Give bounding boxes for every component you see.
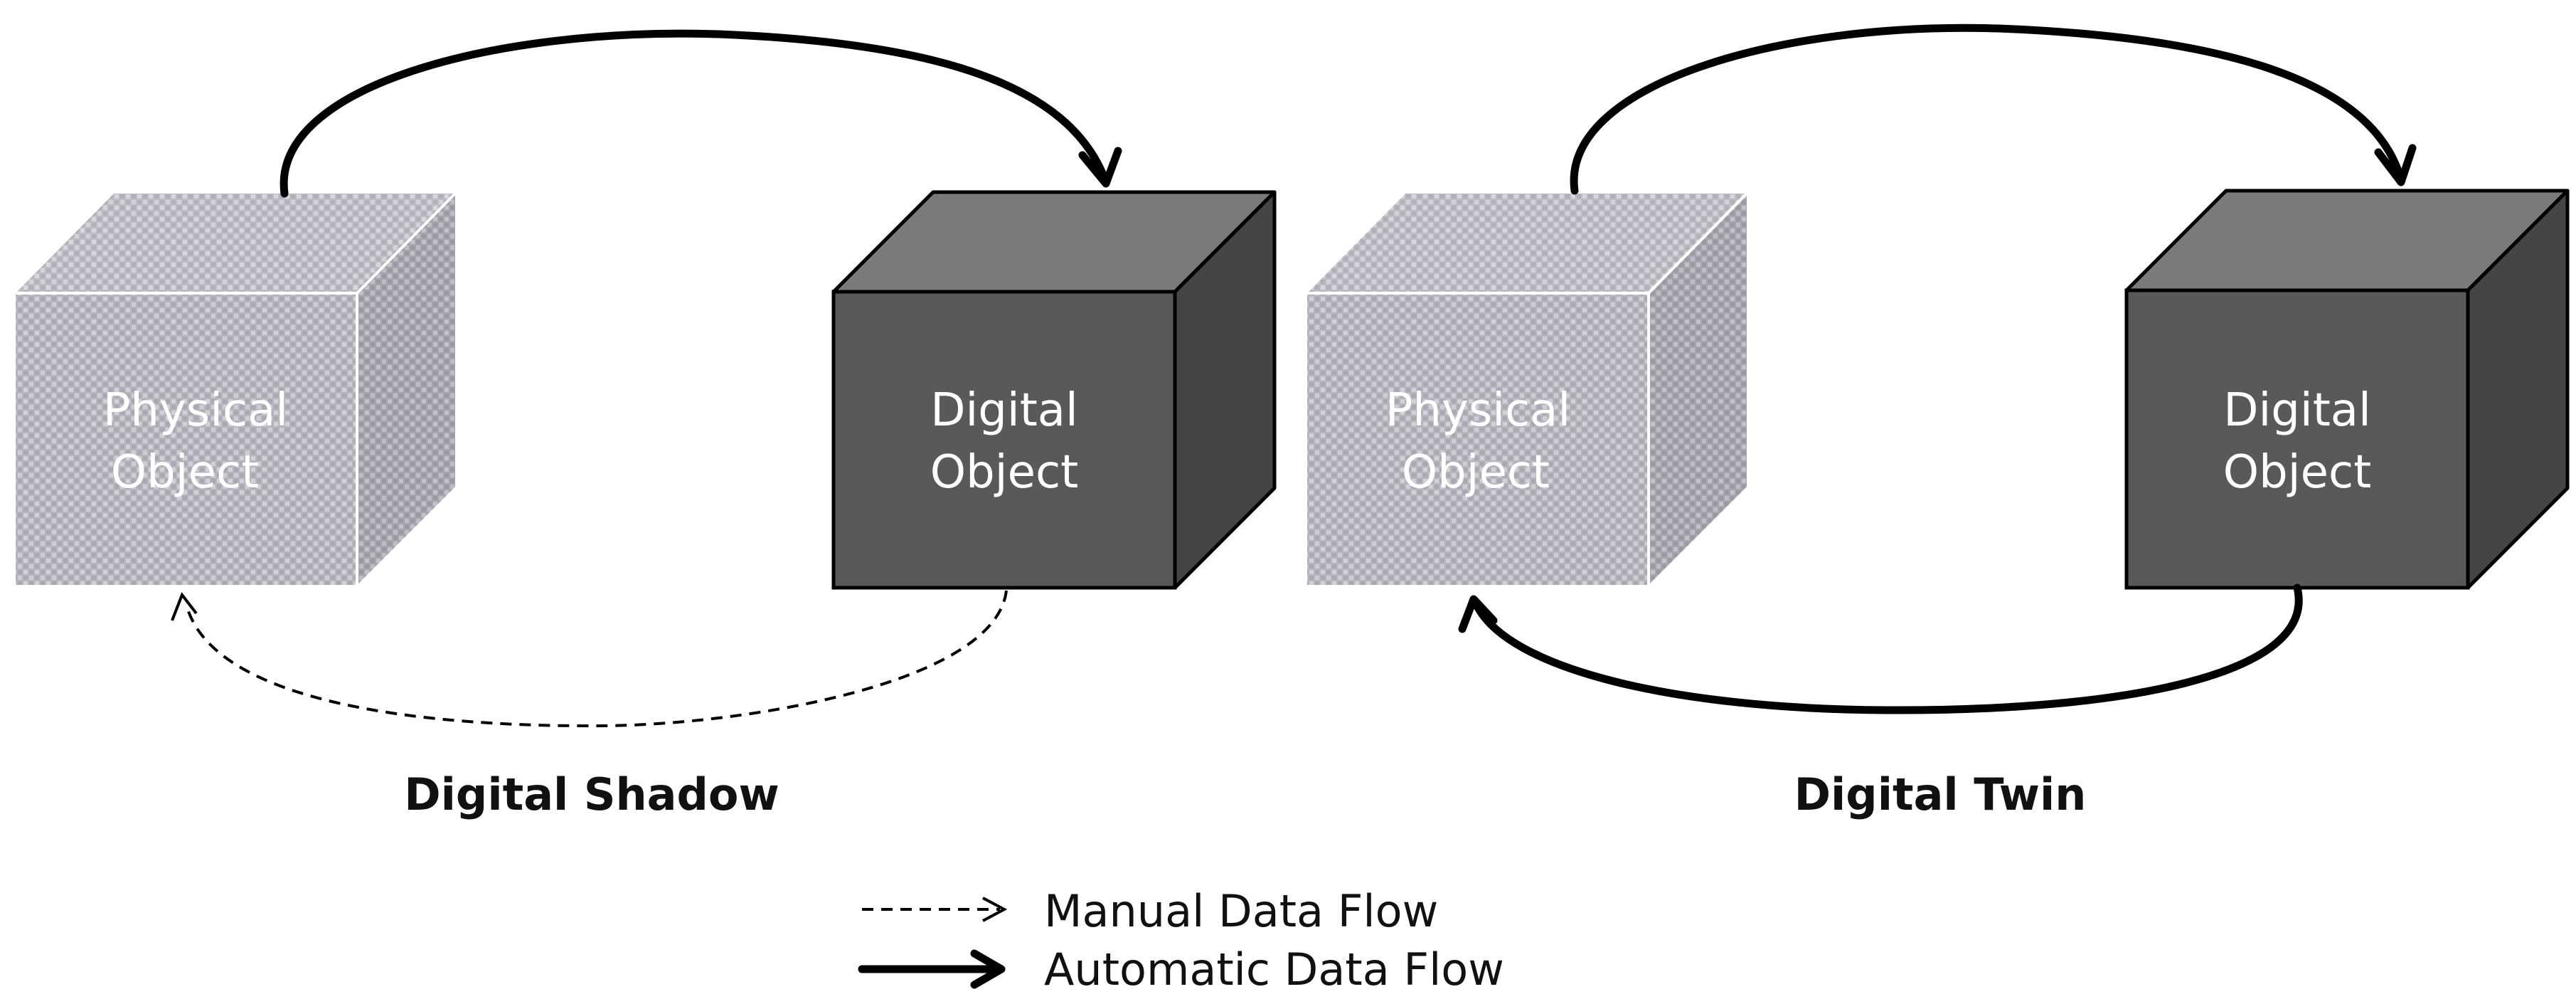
digital-twin-diagram: Physical Object Digital Object Digital T…	[1307, 23, 2570, 820]
digital-object-label-line1: Digital	[930, 384, 1078, 437]
digital-object-cube: Digital Object	[831, 190, 1277, 590]
legend-automatic-label: Automatic Data Flow	[1044, 944, 1504, 995]
manual-flow-arrow	[171, 590, 1008, 728]
digital-twin-caption: Digital Twin	[1794, 768, 2087, 820]
physical-object-label-line2: Object	[111, 446, 259, 499]
digital-object-label-line2: Object	[2223, 446, 2371, 499]
legend-manual-label: Manual Data Flow	[1044, 885, 1438, 937]
physical-object-cube: Physical Object	[1307, 192, 1748, 585]
automatic-flow-arrow	[1458, 583, 2303, 714]
automatic-flow-arrow	[1570, 23, 2417, 195]
digital-shadow-caption: Digital Shadow	[404, 768, 779, 820]
physical-object-label-line2: Object	[1402, 446, 1550, 499]
physical-object-cube: Physical Object	[16, 192, 457, 585]
digital-shadow-diagram: Physical Object Digital Object Digital S…	[16, 29, 1277, 820]
legend: Manual Data Flow Automatic Data Flow	[858, 885, 1504, 995]
physical-object-label-line1: Physical	[103, 384, 288, 437]
legend-manual-arrowhead	[982, 897, 1008, 922]
physical-object-label-line1: Physical	[1385, 384, 1570, 437]
digital-object-label-line1: Digital	[2223, 384, 2371, 437]
legend-automatic-item: Automatic Data Flow	[858, 944, 1504, 995]
automatic-flow-arrow	[280, 29, 1122, 198]
digital-object-label-line2: Object	[930, 446, 1078, 499]
legend-manual-item: Manual Data Flow	[862, 885, 1438, 937]
legend-automatic-arrowhead	[970, 949, 1006, 989]
digital-object-cube: Digital Object	[2124, 189, 2570, 590]
